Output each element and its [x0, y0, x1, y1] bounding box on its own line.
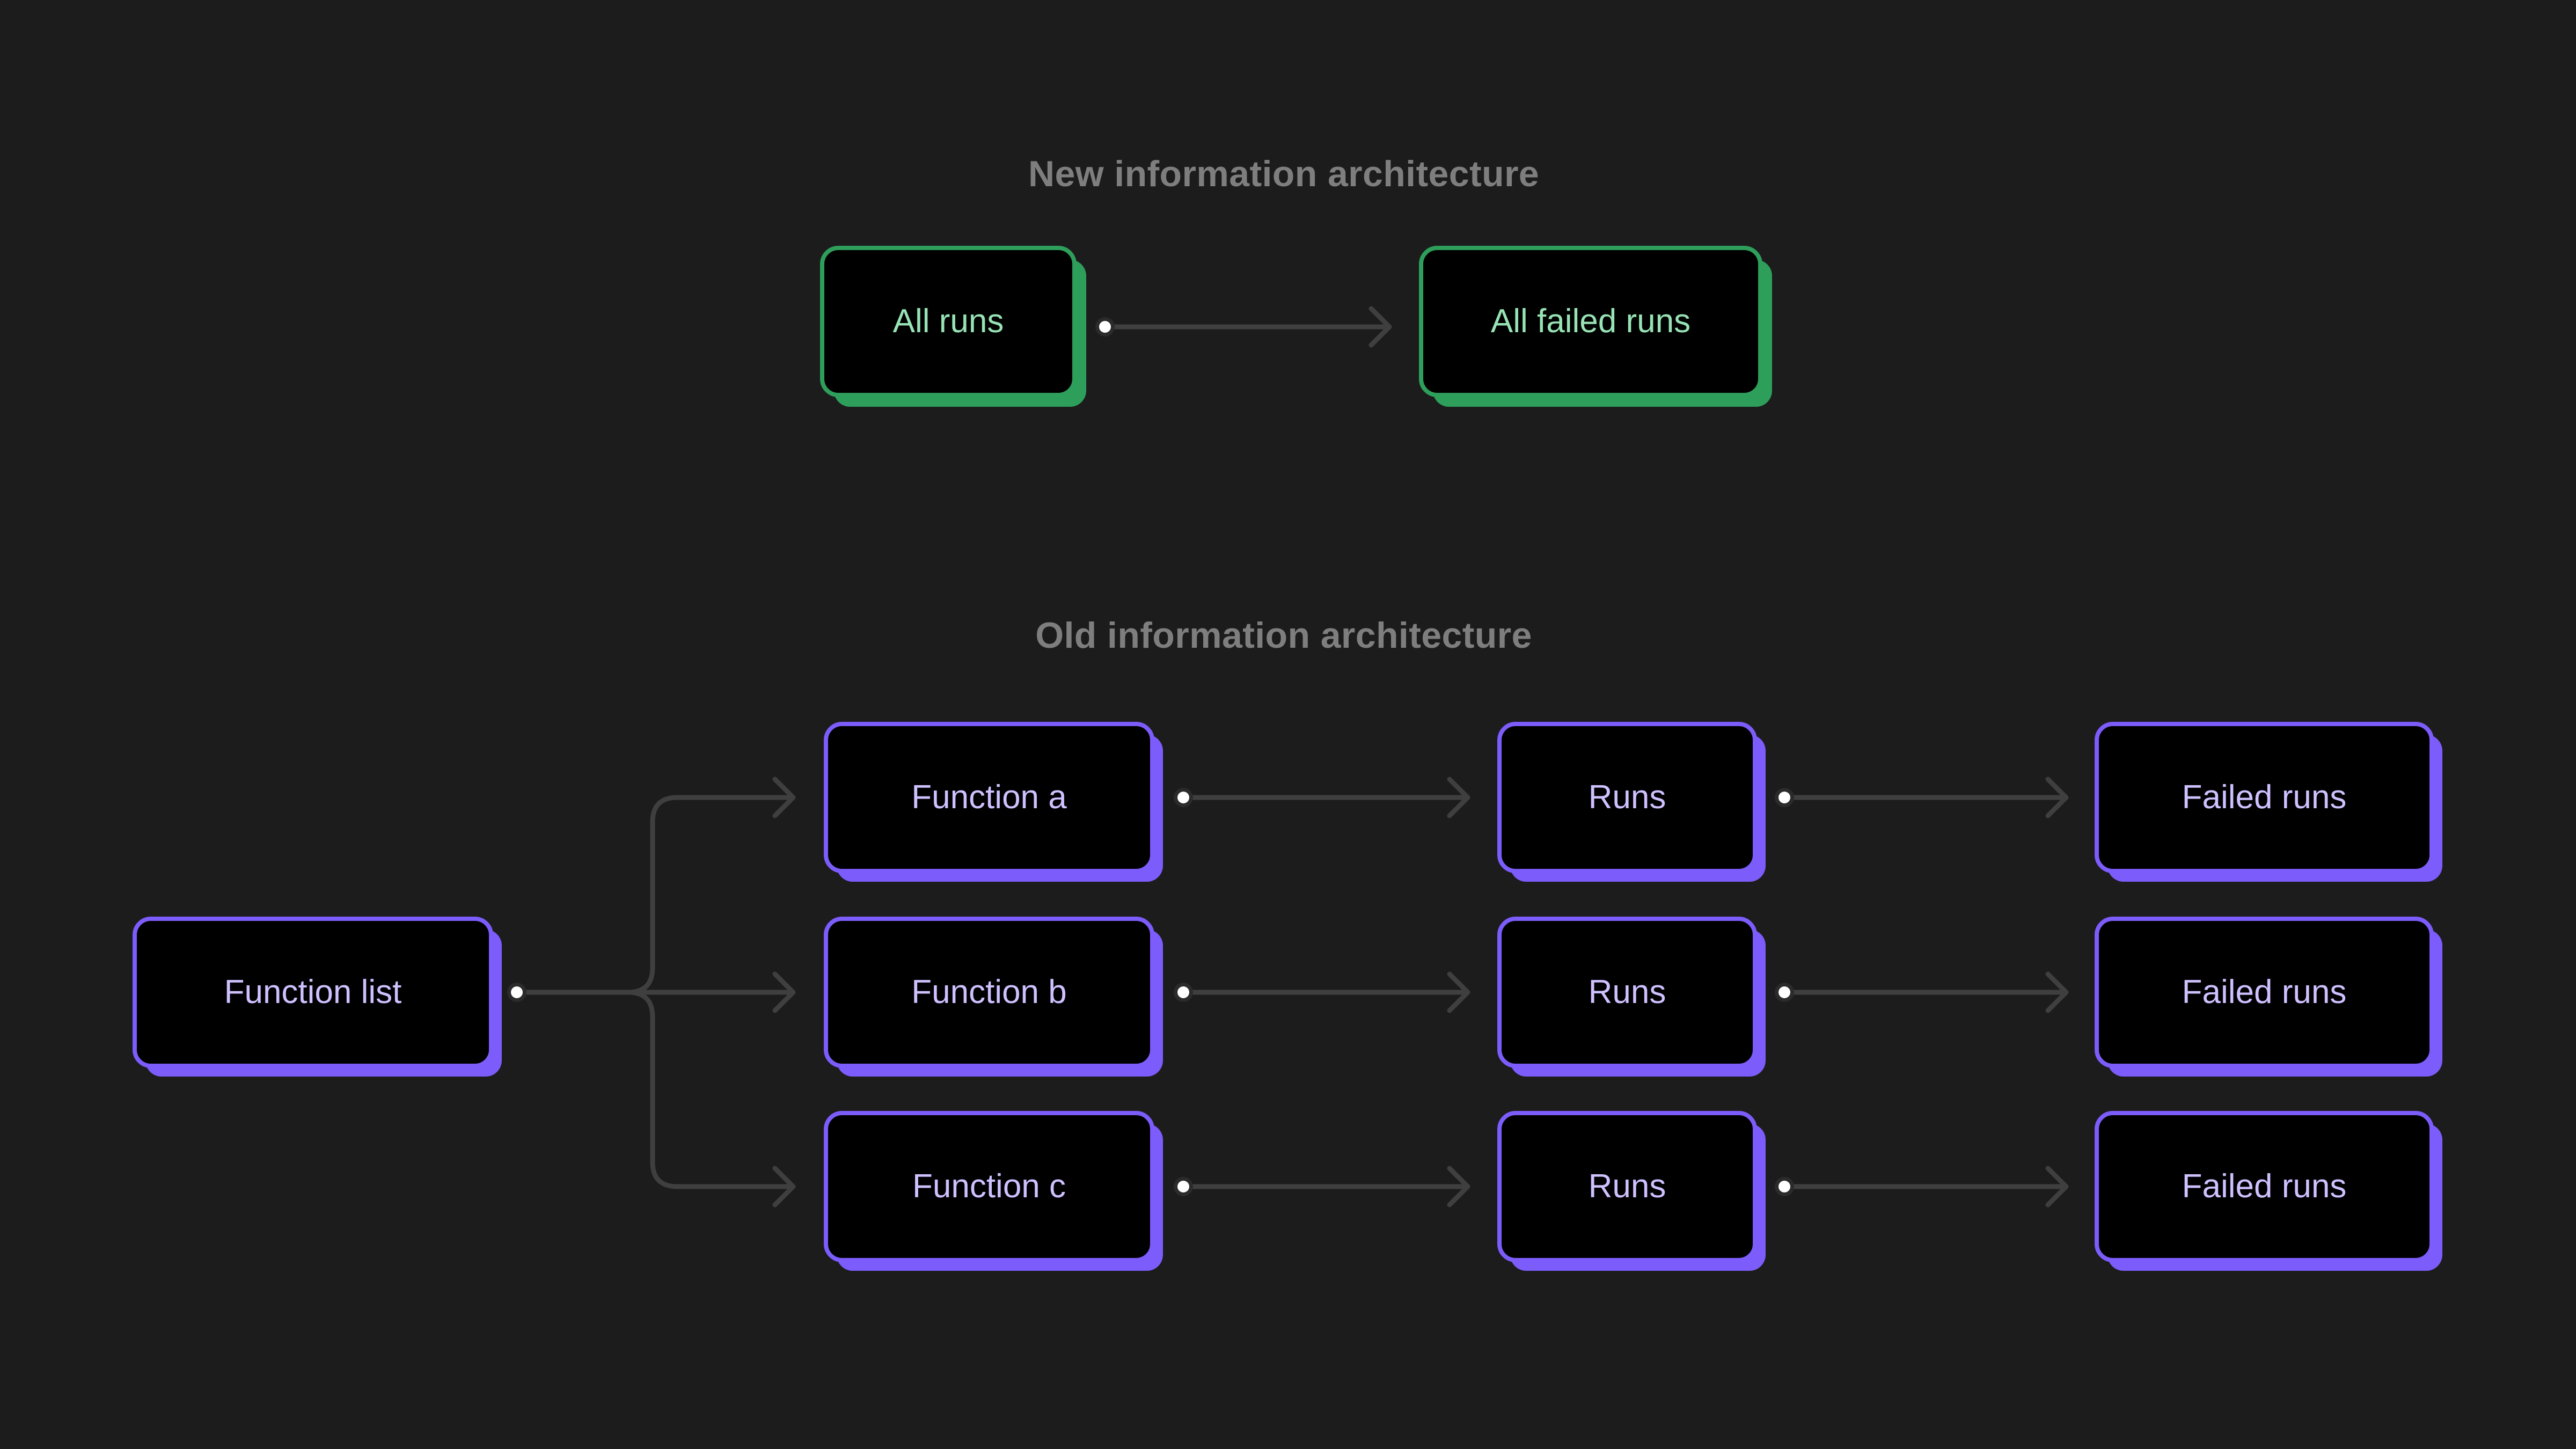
branch-path-2 — [625, 990, 793, 1189]
arrowhead-icon-old-ia-5 — [2045, 1166, 2069, 1208]
node-label: Function a — [911, 779, 1067, 816]
node-label: Failed runs — [2182, 1168, 2347, 1205]
arrowhead-icon-old-ia-3 — [2045, 777, 2069, 818]
node-failed-runs-c[interactable]: Failed runs — [2095, 1111, 2434, 1262]
dot-ring-icon — [1775, 983, 1794, 1002]
dot-core-icon — [1779, 986, 1790, 998]
dot-ring-icon — [1174, 788, 1193, 807]
node-failed-runs-a[interactable]: Failed runs — [2095, 722, 2434, 873]
node-runs-c[interactable]: Runs — [1497, 1111, 1757, 1262]
connector-dot-old-ia-2 — [1174, 1177, 1193, 1196]
node-failed-runs-b[interactable]: Failed runs — [2095, 917, 2434, 1068]
connector-dot-old-ia-4 — [1775, 983, 1794, 1002]
node-function-a[interactable]: Function a — [824, 722, 1154, 873]
node-label: Function c — [912, 1168, 1066, 1205]
dot-core-icon — [1177, 1181, 1189, 1192]
section-heading-old-ia: Old information architecture — [1035, 615, 1532, 656]
dot-ring-icon — [1775, 1177, 1794, 1196]
arrowhead-icon-old-ia-1 — [1447, 971, 1470, 1013]
node-label: All runs — [892, 303, 1004, 340]
arrowhead-icon-branch-0 — [772, 777, 796, 818]
dot-ring-icon — [1775, 788, 1794, 807]
node-label: Failed runs — [2182, 974, 2347, 1011]
dot-core-icon — [511, 986, 523, 998]
node-all-runs[interactable]: All runs — [820, 246, 1077, 397]
dot-core-icon — [1779, 1181, 1790, 1192]
node-label: Runs — [1588, 974, 1666, 1011]
node-all-failed-runs[interactable]: All failed runs — [1419, 246, 1762, 397]
node-function-c[interactable]: Function c — [824, 1111, 1154, 1262]
dot-ring-icon — [507, 983, 526, 1002]
connector-dot-branch-origin — [507, 983, 526, 1002]
arrowhead-icon-branch-2 — [772, 1166, 796, 1208]
node-label: All failed runs — [1490, 303, 1691, 340]
arrowhead-icon-old-ia-4 — [2045, 971, 2069, 1013]
arrowhead-icon-old-ia-0 — [1447, 777, 1470, 818]
node-label: Runs — [1588, 1168, 1666, 1205]
dot-ring-icon — [1174, 983, 1193, 1002]
node-label: Runs — [1588, 779, 1666, 816]
node-label: Function b — [911, 974, 1067, 1011]
arrowhead-icon-branch-1 — [772, 971, 796, 1013]
connector-dot-new-ia-0 — [1095, 317, 1115, 336]
connector-dot-old-ia-5 — [1775, 1177, 1794, 1196]
node-runs-b[interactable]: Runs — [1497, 917, 1757, 1068]
connector-dot-old-ia-1 — [1174, 983, 1193, 1002]
dot-core-icon — [1099, 321, 1111, 333]
dot-ring-icon — [1095, 317, 1115, 336]
section-heading-new-ia: New information architecture — [1028, 153, 1540, 194]
arrowhead-icon-old-ia-2 — [1447, 1166, 1470, 1208]
node-label: Failed runs — [2182, 779, 2347, 816]
dot-ring-icon — [1174, 1177, 1193, 1196]
arrowhead-icon-new-ia-0 — [1368, 306, 1392, 348]
dot-core-icon — [1177, 792, 1189, 803]
connector-dot-old-ia-3 — [1775, 788, 1794, 807]
node-runs-a[interactable]: Runs — [1497, 722, 1757, 873]
node-function-list[interactable]: Function list — [133, 917, 493, 1068]
connector-dot-old-ia-0 — [1174, 788, 1193, 807]
dot-core-icon — [1177, 986, 1189, 998]
node-function-b[interactable]: Function b — [824, 917, 1154, 1068]
branch-path-0 — [625, 795, 793, 995]
node-label: Function list — [224, 974, 402, 1011]
dot-core-icon — [1779, 792, 1790, 803]
